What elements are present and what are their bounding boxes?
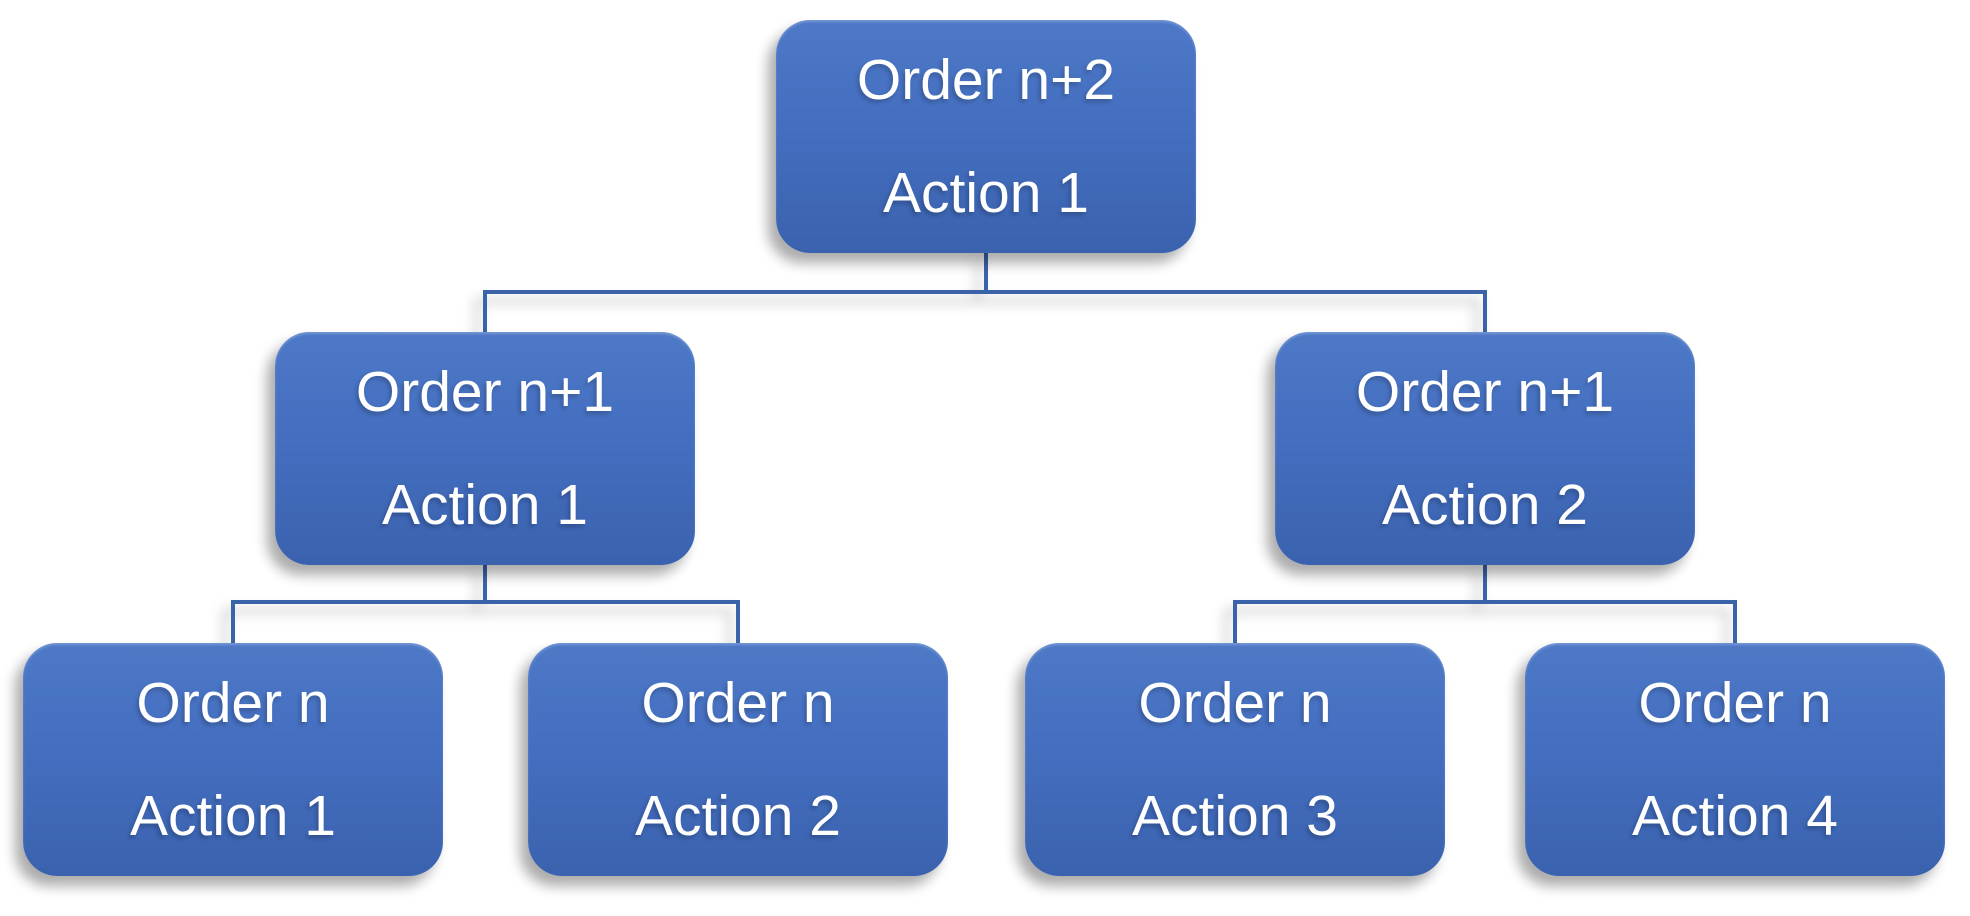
node-title: Order n	[1138, 670, 1332, 735]
node-order-n1-action-1: Order n+1 Action 1	[275, 332, 695, 565]
node-title: Order n+2	[856, 47, 1116, 112]
node-title: Order n	[1638, 670, 1832, 735]
node-subtitle: Action 1	[130, 783, 336, 848]
node-subtitle: Action 3	[1132, 783, 1338, 848]
node-subtitle: Action 1	[883, 160, 1089, 225]
node-order-n-action-3: Order n Action 3	[1025, 643, 1445, 876]
node-subtitle: Action 2	[635, 783, 841, 848]
node-subtitle: Action 4	[1632, 783, 1838, 848]
node-order-n-action-1: Order n Action 1	[23, 643, 443, 876]
node-title: Order n	[136, 670, 330, 735]
node-order-n-action-2: Order n Action 2	[528, 643, 948, 876]
node-order-n1-action-2: Order n+1 Action 2	[1275, 332, 1695, 565]
node-title: Order n+1	[1355, 359, 1615, 424]
node-order-n-action-4: Order n Action 4	[1525, 643, 1945, 876]
connector-level2-elbow	[483, 290, 1487, 332]
connector-right-elbow	[1233, 600, 1737, 643]
node-order-n2-action-1: Order n+2 Action 1	[776, 20, 1196, 253]
connector-left-elbow	[231, 600, 740, 643]
node-title: Order n+1	[355, 359, 615, 424]
node-subtitle: Action 1	[382, 472, 588, 537]
node-subtitle: Action 2	[1382, 472, 1588, 537]
node-title: Order n	[641, 670, 835, 735]
